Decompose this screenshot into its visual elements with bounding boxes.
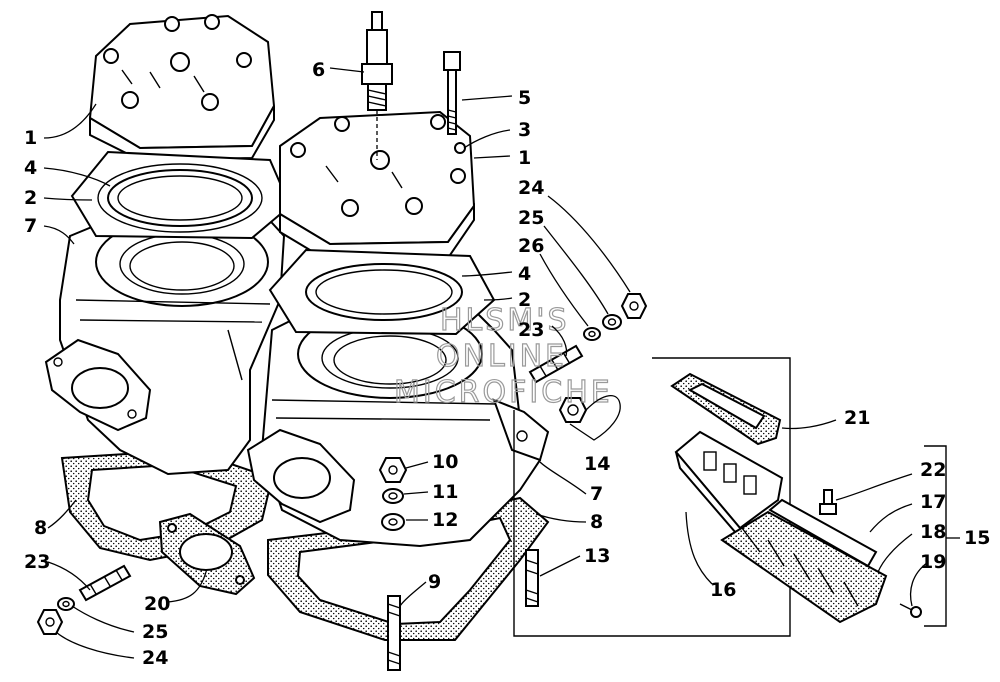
callout-20: 20 bbox=[144, 593, 170, 615]
spark-plug bbox=[361, 11, 393, 160]
stud-upper bbox=[528, 344, 584, 384]
screw-19 bbox=[899, 603, 922, 618]
washer-11 bbox=[382, 488, 404, 504]
reed-valve-box bbox=[513, 357, 791, 637]
callout-18: 18 bbox=[920, 521, 946, 543]
callout-15: 15 bbox=[964, 527, 990, 549]
callout-9: 9 bbox=[428, 571, 441, 593]
washer-25-lower bbox=[57, 597, 75, 611]
o-ring-right bbox=[305, 263, 463, 321]
washer-26 bbox=[583, 327, 601, 341]
callout-7: 7 bbox=[24, 215, 37, 237]
callout-24: 24 bbox=[518, 177, 544, 199]
callout-2: 2 bbox=[24, 187, 37, 209]
nut-10 bbox=[378, 457, 408, 483]
callout-4: 4 bbox=[24, 157, 37, 179]
callout-1: 1 bbox=[24, 127, 37, 149]
cylinder-left bbox=[59, 211, 286, 476]
callout-labels: 1 4 2 7 6 5 3 1 24 25 26 4 2 23 21 14 10… bbox=[24, 59, 990, 669]
callout-6: 6 bbox=[312, 59, 325, 81]
intake-flange-right bbox=[246, 428, 356, 524]
callout-26: 26 bbox=[518, 235, 544, 257]
washer-12 bbox=[381, 513, 405, 531]
intake-flange-left bbox=[44, 338, 152, 432]
callout-5: 5 bbox=[518, 87, 531, 109]
head-bolt bbox=[443, 51, 461, 135]
callout-4: 4 bbox=[518, 263, 531, 285]
callout-8: 8 bbox=[590, 511, 603, 533]
callout-25: 25 bbox=[518, 207, 544, 229]
leader-lines bbox=[43, 67, 960, 659]
callout-19: 19 bbox=[920, 551, 946, 573]
reed-petals-18 bbox=[720, 510, 888, 624]
stud-lower bbox=[78, 564, 132, 602]
cylinder-head-left bbox=[88, 14, 276, 162]
stud-9 bbox=[387, 595, 401, 671]
callout-23: 23 bbox=[24, 551, 50, 573]
callout-17: 17 bbox=[920, 491, 946, 513]
intake-gasket-20 bbox=[158, 512, 256, 596]
o-ring-left bbox=[107, 169, 253, 227]
callout-14: 14 bbox=[584, 453, 610, 475]
nut-24-lower bbox=[36, 609, 64, 635]
stud-13 bbox=[525, 549, 539, 607]
watermark-line1: HLSM'S bbox=[440, 303, 570, 338]
watermark-line3: MICROFICHE bbox=[394, 375, 613, 410]
callout-22: 22 bbox=[920, 459, 946, 481]
watermark: HLSM'S ONLINE MICROFICHE bbox=[393, 302, 613, 410]
cylinder-head-right bbox=[279, 110, 476, 264]
callout-3: 3 bbox=[518, 119, 531, 141]
reed-stop-17 bbox=[768, 498, 878, 568]
callout-11: 11 bbox=[432, 481, 458, 503]
bracket-15 bbox=[924, 445, 947, 627]
callout-16: 16 bbox=[710, 579, 736, 601]
callout-7: 7 bbox=[590, 483, 603, 505]
callout-10: 10 bbox=[432, 451, 458, 473]
callout-24: 24 bbox=[142, 647, 168, 669]
nut-24-upper bbox=[620, 293, 648, 319]
reed-gasket-21 bbox=[670, 372, 782, 446]
callout-2: 2 bbox=[518, 289, 531, 311]
callout-12: 12 bbox=[432, 509, 458, 531]
callout-13: 13 bbox=[584, 545, 610, 567]
callout-23: 23 bbox=[518, 319, 544, 341]
callout-21: 21 bbox=[844, 407, 870, 429]
callout-1: 1 bbox=[518, 147, 531, 169]
watermark-line2: ONLINE bbox=[436, 339, 567, 374]
washer-25-upper bbox=[602, 314, 622, 330]
screw-22 bbox=[819, 489, 837, 515]
callout-25: 25 bbox=[142, 621, 168, 643]
callout-8: 8 bbox=[34, 517, 47, 539]
